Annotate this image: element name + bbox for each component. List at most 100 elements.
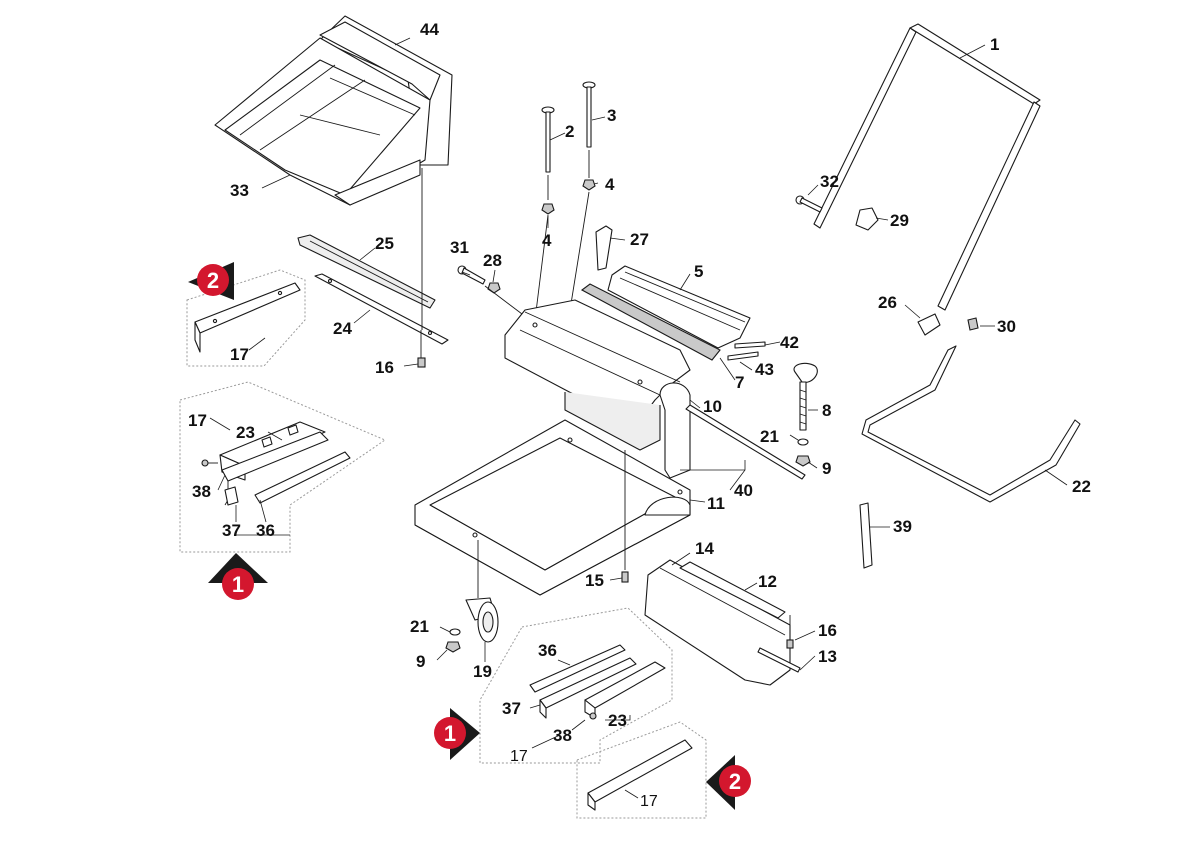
part-36-bar-bottom: [529, 644, 626, 693]
label-3: 3: [607, 106, 616, 125]
part-16-screw-right: [786, 615, 794, 649]
part-17-bracket-top-left: [194, 282, 301, 353]
view-marker-1-left-text: 1: [232, 572, 244, 597]
label-38-bottom: 38: [553, 726, 572, 745]
part-17-bracket-bottom: [587, 739, 693, 811]
label-5: 5: [694, 262, 703, 281]
part-22-lower-handle: [861, 345, 1081, 503]
label-28: 28: [483, 251, 502, 270]
part-25-flap: [297, 234, 436, 309]
part-38-screw-bottom: [589, 712, 597, 720]
label-1: 1: [990, 35, 999, 54]
part-32-bolt: [795, 195, 823, 213]
label-2: 2: [565, 122, 574, 141]
label-16-left: 16: [375, 358, 394, 377]
label-11: 11: [707, 494, 725, 513]
part-29-star-knob: [855, 207, 879, 231]
leader-lines: [209, 37, 1068, 799]
part-7-seal-strip: [580, 283, 721, 361]
part-28-nut: [487, 282, 501, 294]
view-marker-2-bottom-text: 2: [729, 769, 741, 794]
part-21-washer-left: [449, 628, 461, 636]
part-4-nut-left: [541, 203, 555, 215]
label-36-bottom: 36: [538, 641, 557, 660]
label-17-top-left: 17: [230, 345, 249, 364]
part-9-nut-right: [795, 455, 811, 467]
label-9-left: 9: [416, 652, 425, 671]
label-37-bottom: 37: [502, 699, 521, 718]
label-9-right: 9: [822, 459, 831, 478]
group-box-2-top-left: [186, 269, 306, 367]
label-33: 33: [230, 181, 249, 200]
part-31-screw: [457, 265, 486, 285]
label-39: 39: [893, 517, 912, 536]
label-23-left: 23: [236, 423, 255, 442]
label-24: 24: [333, 319, 352, 338]
label-16-right: 16: [818, 621, 837, 640]
view-marker-2-top-left: 2: [188, 262, 234, 300]
label-13: 13: [818, 647, 837, 666]
label-4-left: 4: [542, 231, 552, 250]
part-39-label-plate: [859, 502, 873, 569]
part-23-bracket-bottom: [584, 661, 666, 719]
label-17-bottom-group: 17: [510, 748, 528, 765]
group-box-1-left: [179, 381, 387, 553]
part-24-strip: [314, 273, 449, 345]
view-marker-1-bottom-text: 1: [444, 721, 456, 746]
label-14: 14: [695, 539, 714, 558]
view-marker-1-bottom: 1: [434, 708, 480, 760]
part-27-clip: [595, 225, 613, 271]
label-25: 25: [375, 234, 394, 253]
label-7: 7: [735, 373, 744, 392]
label-10: 10: [703, 397, 722, 416]
part-1-upper-handle: [813, 23, 1041, 311]
part-37-plate-left: [221, 431, 329, 506]
part-21-washer-right: [797, 438, 809, 446]
part-16-screw-left: [417, 330, 426, 368]
group-box-2-bottom: [576, 721, 707, 819]
view-marker-2-top-left-text: 2: [207, 268, 219, 293]
part-15-screw: [621, 450, 629, 583]
label-26: 26: [878, 293, 897, 312]
view-marker-2-bottom: 2: [706, 755, 751, 810]
label-38-left: 38: [192, 482, 211, 501]
part-30-plug: [967, 317, 979, 331]
part-11-chassis: [414, 419, 691, 596]
part-42-43-clips: [727, 341, 766, 361]
label-43: 43: [755, 360, 774, 379]
part-5-deflector: [607, 265, 751, 349]
label-37-left: 37: [222, 521, 241, 540]
label-17-bottom: 17: [640, 793, 658, 810]
part-37-plate-bottom: [539, 657, 637, 719]
part-12-rail: [679, 561, 786, 619]
label-21-left: 21: [410, 617, 429, 636]
view-marker-1-left: 1: [208, 553, 268, 600]
part-9-nut-left: [445, 641, 461, 653]
label-30: 30: [997, 317, 1016, 336]
label-42: 42: [780, 333, 799, 352]
label-29: 29: [890, 211, 909, 230]
part-4-nut-right: [582, 179, 596, 191]
part-38-screw-left: [201, 459, 218, 467]
label-22: 22: [1072, 477, 1091, 496]
label-36-left: 36: [256, 521, 275, 540]
label-23-bottom: 23: [608, 711, 627, 730]
part-40-axle: [685, 404, 806, 480]
label-12: 12: [758, 572, 777, 591]
label-8: 8: [822, 401, 831, 420]
leader-bolt-2: [534, 175, 549, 321]
part-3-bolt: [582, 81, 596, 148]
part-2-bolt: [541, 106, 555, 173]
part-13-rod: [757, 647, 801, 673]
label-21-right: 21: [760, 427, 779, 446]
part-8-knob: [793, 362, 818, 431]
part-19-caster-wheel: [465, 540, 499, 643]
label-15: 15: [585, 571, 604, 590]
label-4-right: 4: [605, 175, 615, 194]
label-27: 27: [630, 230, 649, 249]
label-32: 32: [820, 172, 839, 191]
leader-bolt-3: [569, 150, 590, 311]
label-19: 19: [473, 662, 492, 681]
label-40: 40: [734, 481, 753, 500]
